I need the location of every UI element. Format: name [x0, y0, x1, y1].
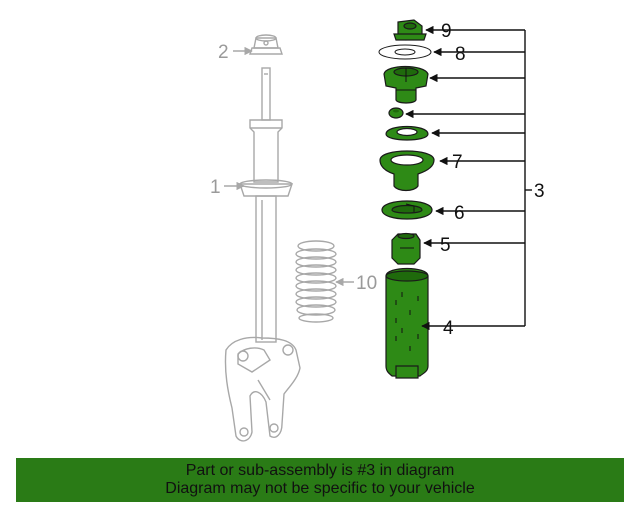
callout-1: 1 [210, 177, 221, 198]
dust-boot-part-4 [385, 267, 429, 379]
bump-stop-part-5 [391, 232, 421, 265]
callout-4: 4 [443, 318, 454, 339]
info-banner: Part or sub-assembly is #3 in diagram Di… [16, 458, 624, 502]
bearing-ring [385, 125, 429, 141]
callout-9: 9 [441, 21, 452, 42]
nut-part-2 [249, 34, 283, 55]
spring-seat-part-7 [379, 150, 435, 192]
callout-10: 10 [356, 273, 377, 294]
washer-part-8 [378, 44, 432, 60]
small-bushing [388, 107, 404, 119]
banner-line-1: Part or sub-assembly is #3 in diagram [185, 462, 455, 479]
coil-spring-part-10 [295, 240, 337, 323]
callout-3: 3 [534, 181, 545, 202]
strut-mount [383, 65, 429, 104]
callout-8: 8 [455, 44, 466, 65]
callout-2: 2 [218, 42, 229, 63]
callout-5: 5 [440, 235, 451, 256]
parts-diagram: 2 1 10 [210, 19, 545, 442]
strut-assembly [224, 67, 301, 442]
banner-line-2: Diagram may not be specific to your vehi… [165, 480, 475, 497]
callout-7: 7 [452, 152, 463, 173]
callout-6: 6 [454, 203, 465, 224]
spring-insulator-part-6 [381, 200, 433, 220]
nut-part-9 [393, 19, 427, 41]
assembly-bracket [405, 25, 532, 331]
